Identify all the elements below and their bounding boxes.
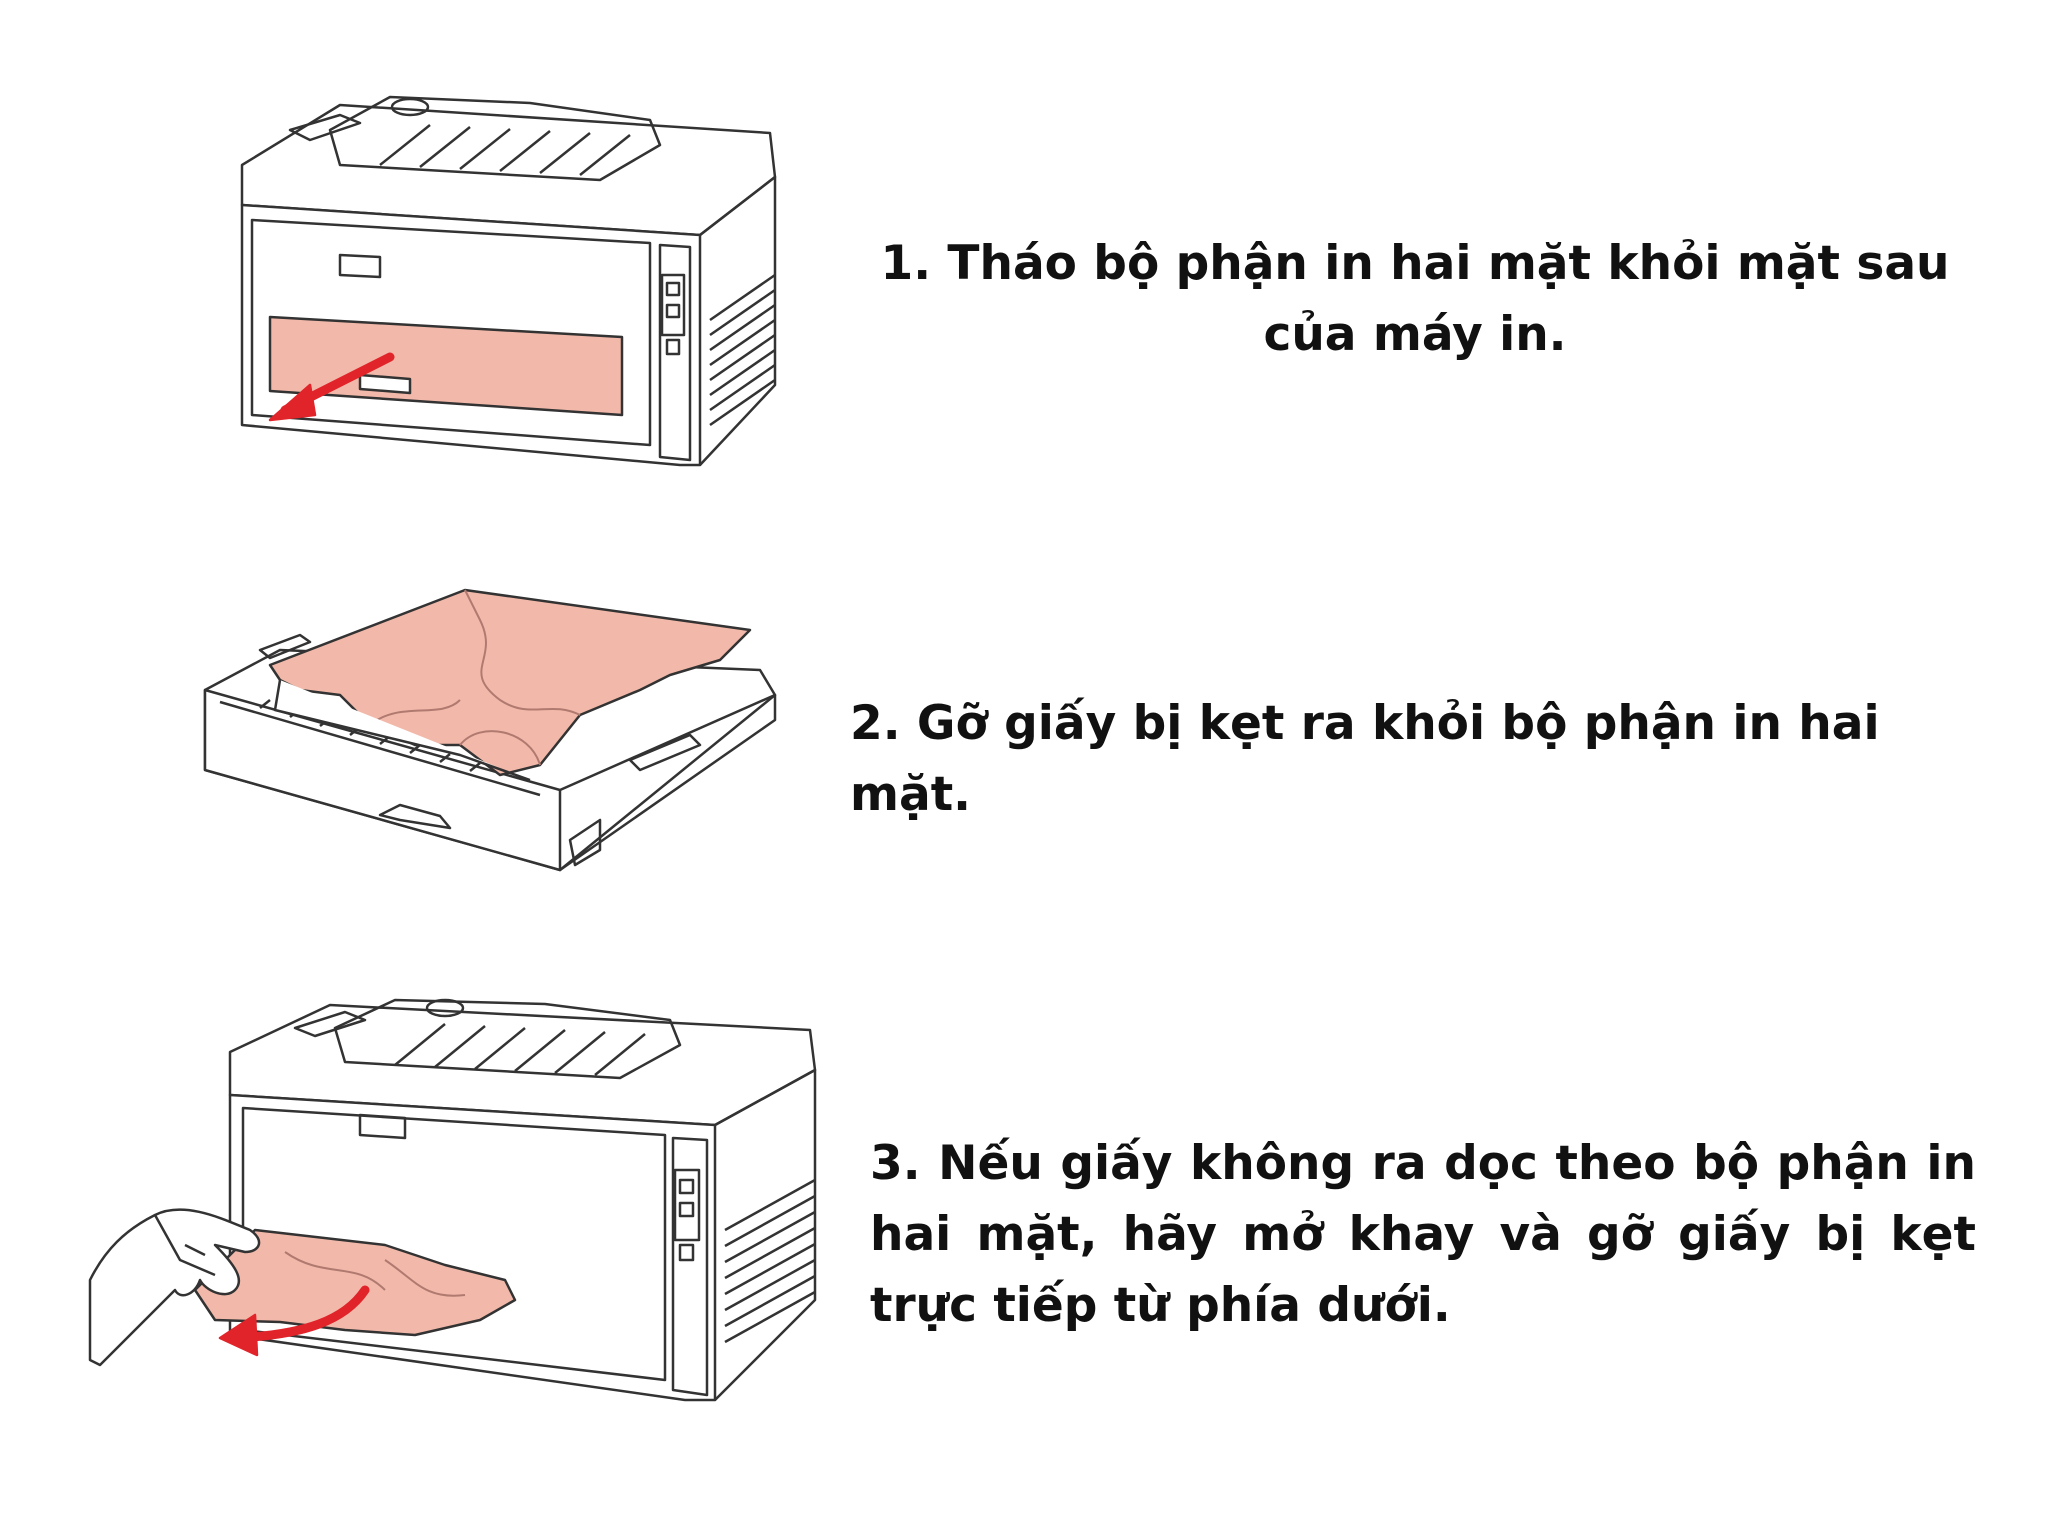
printer-hand-pulling-paper-icon	[85, 990, 825, 1430]
step-3-text: 3. Nếu giấy không ra dọc theo bộ phận in…	[870, 1136, 1976, 1333]
duplex-unit-jammed-paper-icon	[200, 580, 780, 880]
step-1-text: 1. Tháo bộ phận in hai mặt khỏi mặt sau …	[880, 236, 1950, 362]
step-2-text: 2. Gỡ giấy bị kẹt ra khỏi bộ phận in hai…	[850, 696, 1880, 822]
printer-rear-duplex-removal-icon	[230, 85, 790, 505]
